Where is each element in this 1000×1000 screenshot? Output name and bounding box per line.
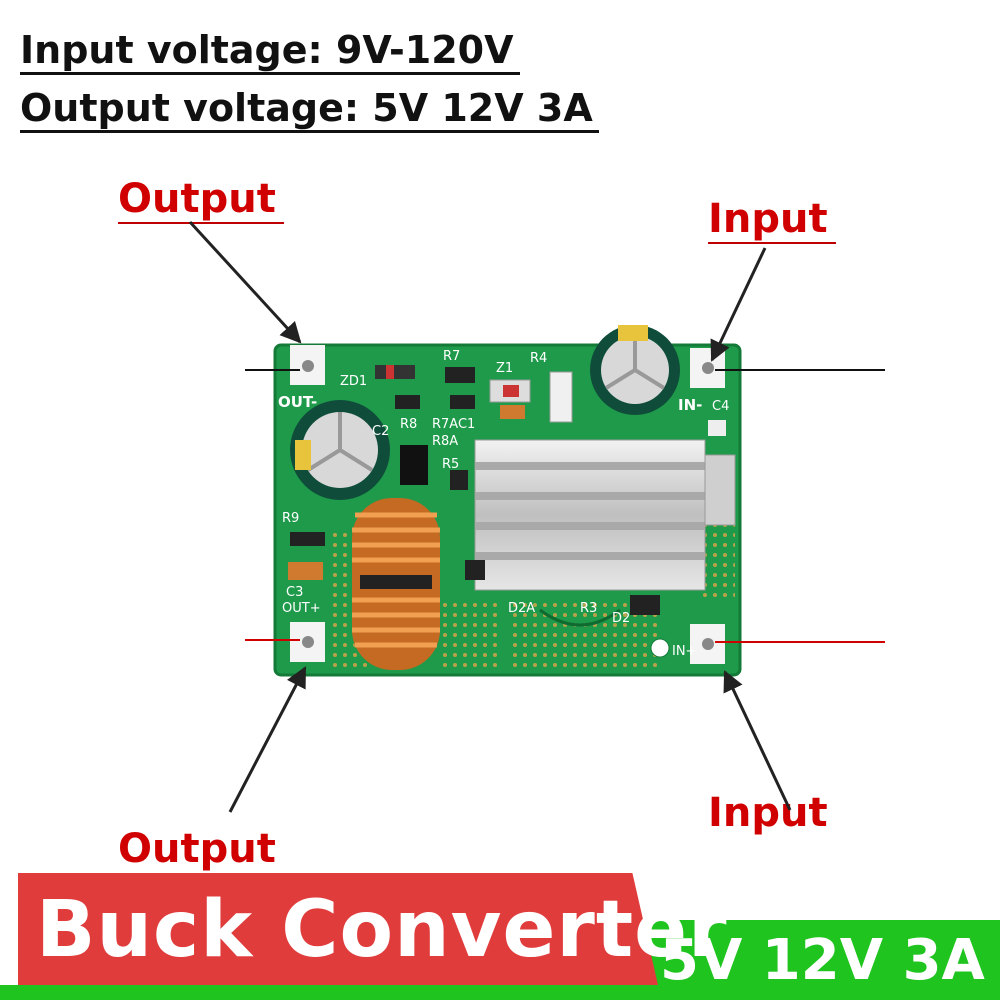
output-bottom-label: Output (118, 826, 276, 872)
spec-banner (640, 920, 1000, 1000)
output-voltage-spec: Output voltage: 5V 12V 3A (20, 86, 599, 133)
out-minus-label: OUT- (278, 393, 317, 411)
wires (245, 369, 885, 643)
banner-title: Buck Converter (36, 885, 728, 975)
c4-label: C4 (712, 399, 729, 414)
output-top-label: Output (118, 176, 284, 224)
r5-label: R5 (442, 457, 459, 472)
in-minus-label: IN- (678, 396, 702, 414)
c3-label: C3 (286, 585, 303, 600)
callout-arrows (188, 220, 792, 813)
terminal-pads (290, 345, 725, 664)
r8a-label: R8A (432, 434, 458, 449)
r9-label: R9 (282, 511, 299, 526)
in-plus-label: IN+ (672, 644, 696, 659)
smd-components (288, 365, 726, 615)
input-voltage-spec: Input voltage: 9V-120V (20, 28, 520, 75)
zd1-label: ZD1 (340, 374, 367, 389)
toroid-inductor (352, 498, 440, 670)
r7-label: R7 (443, 349, 460, 364)
r3-label: R3 (580, 601, 597, 616)
silkscreen: OUT- OUT+ IN- IN+ ZD1 R7 Z1 R4 C4 C2 R8 … (278, 349, 729, 659)
z1-label: Z1 (496, 361, 513, 376)
banner-spec: 5V 12V 3A (660, 928, 985, 993)
d2a-label: D2A (508, 601, 535, 616)
out-plus-label: OUT+ (282, 601, 321, 616)
electrolytic-capacitors (290, 325, 680, 500)
r8-label: R8 (400, 417, 417, 432)
d2-label: D2 (612, 611, 630, 626)
r4-label: R4 (530, 351, 547, 366)
heatsink (474, 439, 736, 591)
r7ac1-label: R7AC1 (432, 417, 475, 432)
c2-label: C2 (372, 424, 389, 439)
input-top-label: Input (708, 196, 836, 244)
input-bottom-label: Input (708, 790, 828, 836)
title-banner (18, 873, 658, 985)
